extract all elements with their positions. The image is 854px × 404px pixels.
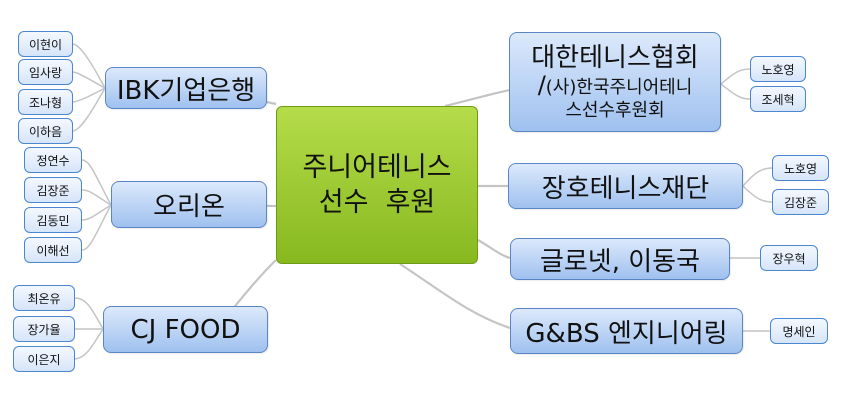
sponsor-label: 오리온 — [153, 192, 225, 222]
player-node[interactable]: 노호영 — [750, 56, 806, 82]
player-label: 조세혁 — [761, 92, 795, 107]
player-label: 김동민 — [36, 213, 70, 228]
player-node[interactable]: 장우혁 — [760, 245, 818, 271]
player-node[interactable]: 장가율 — [13, 316, 75, 342]
player-node[interactable]: 이은지 — [13, 346, 75, 372]
player-label: 최온유 — [27, 291, 61, 306]
connector-orion-leaf-2 — [81, 189, 112, 206]
connector-cjfood-leaf-1 — [74, 297, 104, 330]
connector-kta-leaf-2 — [720, 83, 751, 100]
sponsor-node-orion[interactable]: 오리온 — [111, 181, 267, 228]
player-label: 노호영 — [783, 161, 818, 176]
player-label: 이현이 — [28, 37, 63, 52]
sponsor-label-line-1: 대한테니스협회 — [531, 42, 699, 73]
connector-orion-leaf-1 — [81, 159, 112, 206]
connector-center-gbs — [399, 263, 511, 330]
player-node[interactable]: 임사랑 — [18, 59, 73, 85]
sponsor-label: G&BS 엔지니어링 — [525, 318, 728, 349]
player-node[interactable]: 정연수 — [24, 147, 82, 173]
player-label: 김장준 — [36, 183, 70, 198]
sponsor-label: IBK기업은행 — [116, 75, 256, 106]
connector-jangho-leaf-2 — [742, 185, 773, 203]
player-label: 정연수 — [36, 153, 70, 168]
sponsor-node-jangho[interactable]: 장호테니스재단 — [508, 163, 743, 209]
player-label: 장가율 — [27, 322, 61, 337]
player-label: 임사랑 — [28, 65, 63, 80]
player-node[interactable]: 최온유 — [13, 285, 75, 311]
player-node[interactable]: 이현이 — [18, 31, 73, 57]
sponsor-label-line-3: 스선수후원회 — [565, 99, 665, 121]
player-node[interactable]: 이하음 — [18, 118, 73, 144]
connector-ibk-leaf-4 — [72, 87, 106, 132]
connector-orion-leaf-3 — [81, 204, 112, 221]
connector-ibk-leaf-1 — [72, 43, 106, 89]
player-label: 장우혁 — [772, 251, 806, 266]
sponsor-label-line-2: /(사)한국주니어테니 — [537, 70, 693, 99]
connector-cjfood-leaf-3 — [74, 328, 104, 360]
player-label: 노호영 — [761, 62, 795, 77]
sponsor-node-ibk[interactable]: IBK기업은행 — [105, 67, 267, 109]
sponsor-label: CJ FOOD — [130, 314, 241, 345]
central-topic-line-2: 선수 후원 — [318, 187, 436, 218]
player-label: 김장준 — [783, 195, 818, 210]
connector-kta-leaf-1 — [720, 68, 751, 85]
player-label: 명세인 — [782, 324, 816, 339]
sponsor-label: 글로넷, 이동국 — [539, 246, 701, 277]
player-node[interactable]: 김장준 — [24, 177, 82, 203]
connector-ibk-leaf-3 — [72, 87, 106, 103]
sponsor-node-glonet[interactable]: 글로넷, 이동국 — [510, 238, 730, 280]
player-label: 조나형 — [28, 95, 63, 110]
player-label: 이해선 — [36, 243, 70, 258]
sponsor-label: 장호테니스재단 — [541, 173, 710, 204]
connector-orion-leaf-4 — [81, 204, 112, 251]
central-topic-node[interactable]: 주니어테니스 선수 후원 — [276, 106, 478, 264]
player-node[interactable]: 이해선 — [24, 237, 82, 263]
connector-jangho-leaf-1 — [742, 167, 773, 187]
sponsor-node-kta[interactable]: 대한테니스협회 /(사)한국주니어테니 스선수후원회 — [509, 32, 721, 132]
player-node[interactable]: 김장준 — [772, 189, 829, 215]
connector-center-kta — [444, 88, 511, 108]
player-label: 이은지 — [27, 352, 61, 367]
player-node[interactable]: 김동민 — [24, 207, 82, 233]
player-label: 이하음 — [28, 124, 63, 139]
connector-ibk-leaf-2 — [72, 71, 106, 89]
player-node[interactable]: 명세인 — [770, 318, 828, 344]
central-topic-line-1: 주니어테니스 — [302, 152, 452, 183]
sponsor-node-cjfood[interactable]: CJ FOOD — [103, 306, 268, 353]
player-node[interactable]: 노호영 — [772, 155, 829, 181]
connector-center-glonet — [477, 239, 511, 260]
sponsor-node-gbs[interactable]: G&BS 엔지니어링 — [510, 308, 743, 354]
player-node[interactable]: 조세혁 — [750, 86, 806, 112]
player-node[interactable]: 조나형 — [18, 89, 73, 115]
